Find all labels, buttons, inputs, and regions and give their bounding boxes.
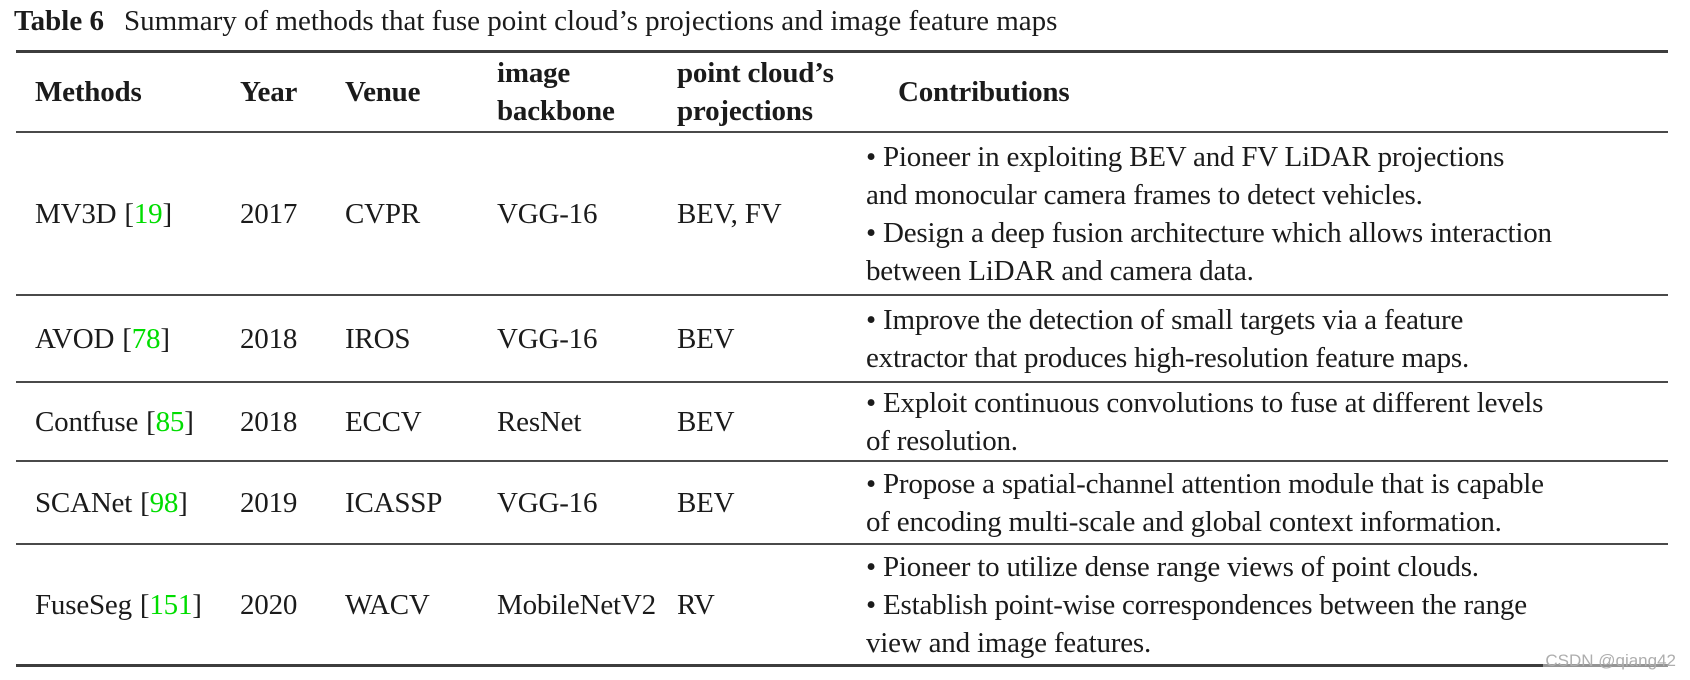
- contribution-line: view and image features.: [866, 626, 1152, 659]
- contribution-line: • Establish point-wise correspondences b…: [866, 588, 1527, 621]
- backbone-cell: VGG-16: [497, 486, 598, 519]
- contributions-cell: • Exploit continuous convolutions to fus…: [866, 383, 1668, 460]
- bracket-open: [: [124, 197, 134, 230]
- venue-cell: IROS: [345, 322, 411, 355]
- citation-number: 85: [155, 405, 185, 438]
- csdn-watermark: CSDN @qiang42: [1543, 651, 1678, 671]
- table-row-contfuse: Contfuse[85] 2018 ECCV ResNet BEV • Expl…: [16, 383, 1668, 462]
- projections-cell: BEV, FV: [677, 197, 782, 230]
- backbone-cell: VGG-16: [497, 197, 598, 230]
- contribution-line: extractor that produces high-resolution …: [866, 341, 1470, 374]
- citation-number: 98: [149, 486, 179, 519]
- contributions-cell: • Pioneer to utilize dense range views o…: [866, 545, 1668, 664]
- table-caption-text: Summary of methods that fuse point cloud…: [124, 5, 1058, 37]
- method-name: SCANet: [35, 486, 133, 519]
- header-image-backbone: image backbone: [497, 53, 677, 131]
- citation-number: 78: [131, 322, 161, 355]
- header-year: Year: [240, 76, 298, 108]
- venue-cell: ECCV: [345, 405, 422, 438]
- citation-ref[interactable]: [98]: [140, 484, 188, 522]
- method-name: MV3D: [35, 197, 117, 230]
- method-name: Contfuse: [35, 405, 139, 438]
- year-cell: 2018: [240, 322, 298, 355]
- bracket-open: [: [140, 486, 150, 519]
- bracket-close: ]: [162, 197, 172, 230]
- projections-cell: BEV: [677, 486, 735, 519]
- bracket-open: [: [146, 405, 156, 438]
- header-image-backbone-line2: backbone: [497, 95, 615, 127]
- table-row-avod: AVOD[78] 2018 IROS VGG-16 BEV • Improve …: [16, 296, 1668, 383]
- projections-cell: RV: [677, 588, 715, 621]
- citation-ref[interactable]: [85]: [146, 403, 194, 441]
- contributions-cell: • Improve the detection of small targets…: [866, 296, 1668, 381]
- contribution-line: • Pioneer to utilize dense range views o…: [866, 550, 1479, 583]
- venue-cell: WACV: [345, 588, 430, 621]
- contribution-line: between LiDAR and camera data.: [866, 254, 1254, 287]
- contribution-line: • Exploit continuous convolutions to fus…: [866, 386, 1544, 419]
- method-cell: FuseSeg[151]: [16, 545, 240, 664]
- table-row-fuseseg: FuseSeg[151] 2020 WACV MobileNetV2 RV • …: [16, 545, 1668, 664]
- table-caption: Table 6 Summary of methods that fuse poin…: [14, 1, 1057, 41]
- bracket-open: [: [139, 588, 150, 621]
- bracket-close: ]: [192, 588, 202, 621]
- method-name: AVOD: [35, 322, 115, 355]
- bracket-close: ]: [184, 405, 194, 438]
- method-cell: AVOD[78]: [16, 296, 240, 381]
- backbone-cell: ResNet: [497, 405, 582, 438]
- contributions-cell: • Propose a spatial-channel attention mo…: [866, 462, 1668, 543]
- bracket-close: ]: [178, 486, 188, 519]
- citation-ref[interactable]: [19]: [124, 195, 172, 233]
- contribution-line: and monocular camera frames to detect ve…: [866, 178, 1423, 211]
- table-header-row: Methods Year Venue image backbone point …: [16, 53, 1668, 133]
- contribution-line: • Pioneer in exploiting BEV and FV LiDAR…: [866, 140, 1505, 173]
- table-caption-label: Table 6: [14, 5, 104, 37]
- bracket-close: ]: [160, 322, 170, 355]
- header-methods: Methods: [35, 76, 142, 108]
- contribution-line: of encoding multi-scale and global conte…: [866, 505, 1502, 538]
- contribution-line: • Improve the detection of small targets…: [866, 303, 1464, 336]
- year-cell: 2017: [240, 197, 298, 230]
- citation-number: 151: [149, 588, 193, 621]
- summary-table: Methods Year Venue image backbone point …: [16, 50, 1668, 667]
- citation-number: 19: [133, 197, 163, 230]
- header-image-backbone-line1: image: [497, 57, 571, 89]
- method-name: FuseSeg: [35, 588, 132, 621]
- projections-cell: BEV: [677, 322, 735, 355]
- method-cell: SCANet[98]: [16, 462, 240, 543]
- backbone-cell: MobileNetV2: [497, 588, 656, 621]
- method-cell: Contfuse[85]: [16, 383, 240, 460]
- contribution-line: of resolution.: [866, 424, 1018, 457]
- backbone-cell: VGG-16: [497, 322, 598, 355]
- header-contributions: Contributions: [898, 76, 1070, 108]
- venue-cell: ICASSP: [345, 486, 443, 519]
- contribution-line: • Propose a spatial-channel attention mo…: [866, 467, 1544, 500]
- table-row-mv3d: MV3D[19] 2017 CVPR VGG-16 BEV, FV • Pion…: [16, 133, 1668, 296]
- year-cell: 2018: [240, 405, 298, 438]
- bracket-open: [: [122, 322, 132, 355]
- projections-cell: BEV: [677, 405, 735, 438]
- contribution-line: • Design a deep fusion architecture whic…: [866, 216, 1552, 249]
- year-cell: 2020: [240, 588, 298, 621]
- header-projections-line2: projections: [677, 95, 813, 127]
- method-cell: MV3D[19]: [16, 133, 240, 294]
- citation-ref[interactable]: [78]: [122, 320, 170, 358]
- header-venue: Venue: [345, 76, 421, 108]
- year-cell: 2019: [240, 486, 298, 519]
- table-row-scanet: SCANet[98] 2019 ICASSP VGG-16 BEV • Prop…: [16, 462, 1668, 545]
- header-projections: point cloud’s projections: [677, 53, 866, 131]
- venue-cell: CVPR: [345, 197, 420, 230]
- citation-ref[interactable]: [151]: [140, 586, 202, 624]
- contributions-cell: • Pioneer in exploiting BEV and FV LiDAR…: [866, 133, 1668, 294]
- header-projections-line1: point cloud’s: [677, 57, 834, 89]
